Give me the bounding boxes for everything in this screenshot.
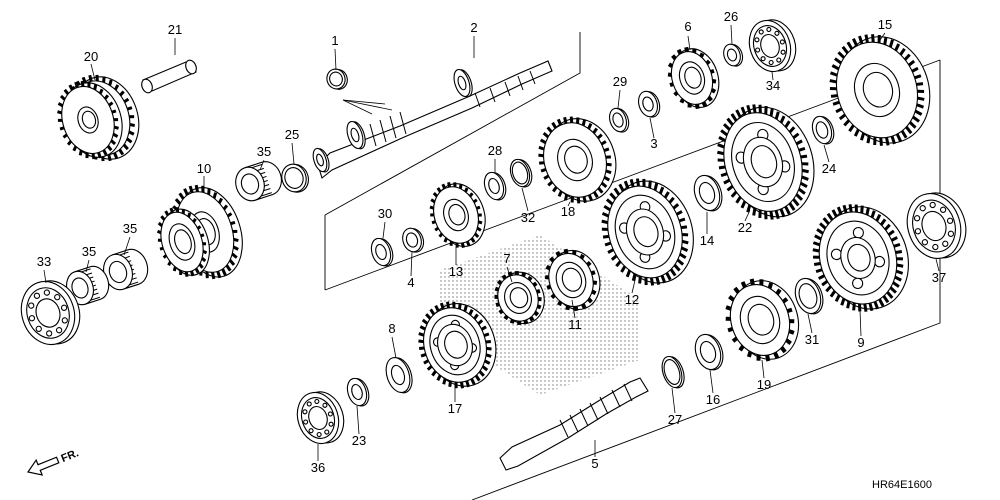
pin-21: [141, 59, 197, 94]
collar-4: [402, 227, 425, 253]
gear-10-front: [156, 207, 210, 277]
callout-16: 16: [706, 392, 720, 407]
washer-25: [281, 163, 309, 193]
callout-13: 13: [449, 264, 463, 279]
gear-11: [544, 248, 601, 312]
circlip-32: [509, 158, 533, 188]
washer-30: [370, 237, 394, 267]
bearing-36: [296, 391, 345, 445]
callout-9: 9: [857, 335, 864, 350]
callout-11: 11: [568, 317, 582, 332]
output-frame: [471, 60, 941, 500]
washer-24: [811, 115, 835, 145]
gear-15: [829, 34, 931, 146]
collar-on-shaft: [453, 68, 473, 98]
callout-31: 31: [805, 332, 819, 347]
washer-31: [794, 277, 824, 315]
callout-2: 2: [470, 20, 477, 35]
callout-33: 33: [37, 254, 51, 269]
gear-12: [601, 178, 694, 286]
output-shaft-5: [499, 377, 649, 471]
callout-24: 24: [822, 161, 836, 176]
diagram-code: HR64E1600: [872, 479, 932, 491]
gear-19: [725, 278, 800, 362]
circlip-27: [661, 355, 685, 389]
needle-bearing-35c: [103, 248, 149, 291]
callout-36: 36: [311, 460, 325, 475]
bearing-28: [483, 171, 507, 201]
bearing-34: [748, 19, 797, 73]
callout-labels: 1 2 3 4 5 6 7 8 9 10 11 12 13 14 15 16 1…: [37, 9, 946, 475]
callout-23: 23: [352, 433, 366, 448]
callout-27: 27: [668, 412, 682, 427]
gear-6: [667, 46, 720, 110]
callout-18: 18: [561, 204, 575, 219]
callout-30: 30: [378, 206, 392, 221]
collar-16: [694, 333, 724, 371]
bearing-8: [385, 356, 413, 394]
washer-23: [346, 377, 370, 407]
callout-6: 6: [684, 19, 691, 34]
mainshaft-2: [317, 60, 553, 179]
gear-17: [418, 301, 497, 389]
arrow-icon: [26, 456, 60, 476]
washer-1: [326, 68, 348, 90]
callout-7: 7: [503, 251, 510, 266]
callout-35a: 35: [257, 144, 271, 159]
divider-line: [324, 59, 941, 291]
callout-35b: 35: [82, 244, 96, 259]
callout-20: 20: [84, 49, 98, 64]
callout-29: 29: [613, 74, 627, 89]
callout-3: 3: [650, 136, 657, 151]
callout-26: 26: [724, 9, 738, 24]
gear-22: [717, 104, 815, 220]
gear-20-front: [57, 80, 123, 160]
mainshaft-frame: [324, 32, 581, 216]
gear-18: [538, 116, 617, 204]
shaft-end-ring: [312, 147, 330, 173]
callout-35c: 35: [123, 221, 137, 236]
callout-37: 37: [932, 270, 946, 285]
direction-label: FR.: [60, 447, 81, 465]
needle-bearing-35a: [235, 161, 282, 202]
callout-4: 4: [407, 275, 414, 290]
callout-5: 5: [591, 456, 598, 471]
callout-22: 22: [738, 220, 752, 235]
callout-34: 34: [766, 78, 780, 93]
callout-10: 10: [197, 161, 211, 176]
front-direction-arrow: FR.: [26, 447, 81, 476]
needle-bearing-35b: [66, 265, 110, 306]
callout-25: 25: [285, 127, 299, 142]
callout-8: 8: [388, 321, 395, 336]
washer-26: [723, 43, 744, 67]
callout-12: 12: [625, 292, 639, 307]
bearing-37: [906, 192, 967, 259]
callout-32: 32: [521, 210, 535, 225]
callout-19: 19: [757, 377, 771, 392]
bushing-3: [637, 90, 661, 118]
callout-28: 28: [488, 143, 502, 158]
gear-7: [494, 270, 545, 326]
callout-21: 21: [168, 22, 182, 37]
callout-17: 17: [448, 401, 462, 416]
callout-15: 15: [878, 17, 892, 32]
callout-1: 1: [331, 33, 338, 48]
washer-29: [608, 107, 630, 133]
collar-14: [693, 174, 723, 212]
gear-13: [429, 181, 486, 249]
bearing-33: [20, 280, 81, 346]
callout-14: 14: [700, 233, 714, 248]
collar-on-shaft-2: [346, 120, 366, 150]
gear-9: [812, 204, 909, 312]
